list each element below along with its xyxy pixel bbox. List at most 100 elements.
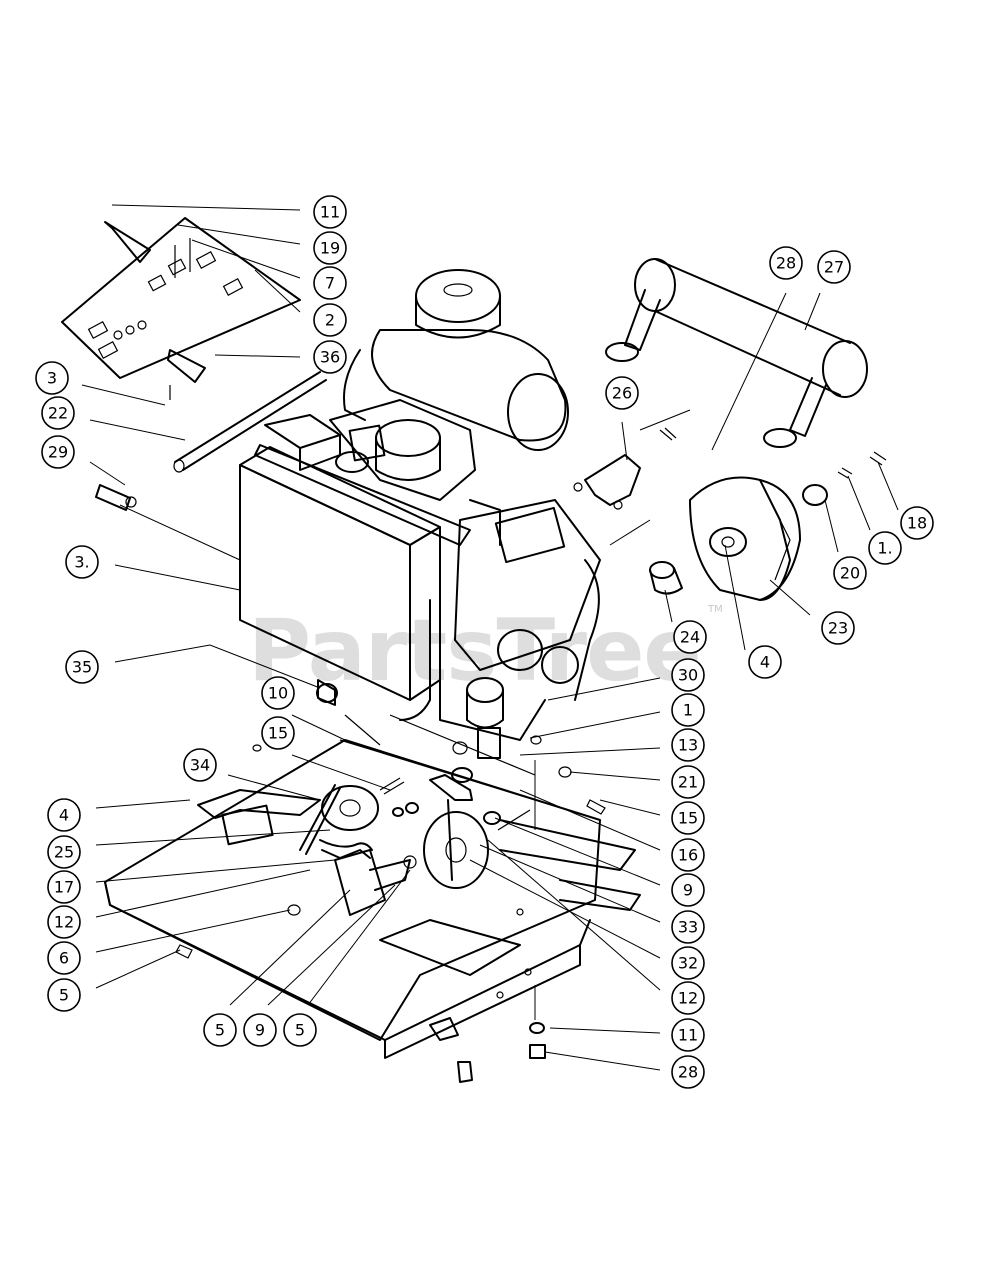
callout-circle [41,435,75,469]
callout-24-17: 24 [673,620,707,654]
callout-27-11: 27 [817,250,851,284]
callout-circle [671,1018,705,1052]
callout-11-41: 11 [671,1018,705,1052]
callout-16-28: 16 [671,838,705,872]
callout-10-20: 10 [261,676,295,710]
callout-circle [817,250,851,284]
callout-circle [313,195,347,229]
callout-25-29: 25 [47,835,81,869]
callout-circle [671,765,705,799]
callout-number: 24 [680,628,700,647]
callout-number: 4 [59,806,69,825]
flywheel-cover [689,451,887,601]
leader-line [569,771,661,781]
engine-block [264,399,601,759]
callout-29-7: 29 [41,435,75,469]
callout-3-8: 3. [65,545,99,579]
leader-line [544,1051,661,1071]
callout-circle [671,981,705,1015]
callout-number: 9 [255,1021,265,1040]
spacer [649,561,683,595]
callout-number: 10 [268,684,288,703]
leader-line [769,579,811,616]
callout-circle [673,620,707,654]
callout-circle [605,376,639,410]
callout-circle [671,946,705,980]
pulley-assembly [299,767,501,916]
leader-line [664,589,673,623]
leader-line [519,789,661,851]
leader-line [469,859,661,959]
callout-number: 12 [54,913,74,932]
callout-circle [313,303,347,337]
leader-line [547,677,661,701]
callout-number: 28 [776,254,796,273]
leader-line [214,354,301,358]
callout-number: 35 [72,658,92,677]
callout-number: 19 [320,239,340,258]
callout-13-23: 13 [671,728,705,762]
callout-circle [313,266,347,300]
callout-number: 9 [683,881,693,900]
callout-34-24: 34 [183,748,217,782]
callout-number: 30 [678,666,698,685]
hardware [119,409,691,1083]
leader-line [254,269,301,313]
callout-circle [671,838,705,872]
callout-circle [65,545,99,579]
leader-line [494,817,661,886]
callout-number: 25 [54,843,74,862]
callout-circle [261,676,295,710]
leader-line [291,754,391,791]
leader-line [95,869,311,918]
leader-line [724,544,746,651]
callout-circle [243,1013,277,1047]
callout-7-2: 7 [313,266,347,300]
callout-36-4: 36 [313,340,347,374]
callout-circle [183,748,217,782]
callout-12-37: 12 [671,981,705,1015]
callout-circle [35,361,69,395]
callout-number: 15 [268,724,288,743]
callout-number: 5 [215,1021,225,1040]
callout-circle [313,231,347,265]
callout-number: 27 [824,258,844,277]
callout-number: 36 [320,348,340,367]
callout-circle [47,870,81,904]
callout-number: 16 [678,846,698,865]
callout-circle [671,728,705,762]
callout-number: 33 [678,918,698,937]
callout-6-35: 6 [47,941,81,975]
callout-circle [47,941,81,975]
callout-22-6: 22 [41,396,75,430]
callout-2-3: 2 [313,303,347,337]
callout-4-27: 4 [47,798,81,832]
callout-circle [313,340,347,374]
callout-1-14: 1. [868,531,902,565]
callout-circle [769,246,803,280]
callout-circle [900,506,934,540]
leader-line [95,799,191,809]
callout-number: 3 [47,369,57,388]
air-cleaner [343,269,569,451]
callout-circle [671,801,705,835]
leader-line [824,499,839,553]
leader-line [307,869,411,1006]
leader-line [291,714,346,741]
callout-circle [47,905,81,939]
callout-circle [203,1013,237,1047]
callout-number: 11 [320,203,340,222]
callout-number: 13 [678,736,698,755]
callout-9-39: 9 [243,1013,277,1047]
callout-circle [283,1013,317,1047]
callout-circle [41,396,75,430]
callout-11-0: 11 [313,195,347,229]
callout-circle [671,658,705,692]
callout-15-26: 15 [671,801,705,835]
callout-number: 22 [48,404,68,423]
callout-circle [671,1055,705,1089]
fitting [95,484,137,511]
callout-12-33: 12 [47,905,81,939]
control-panel-plate [61,217,301,400]
